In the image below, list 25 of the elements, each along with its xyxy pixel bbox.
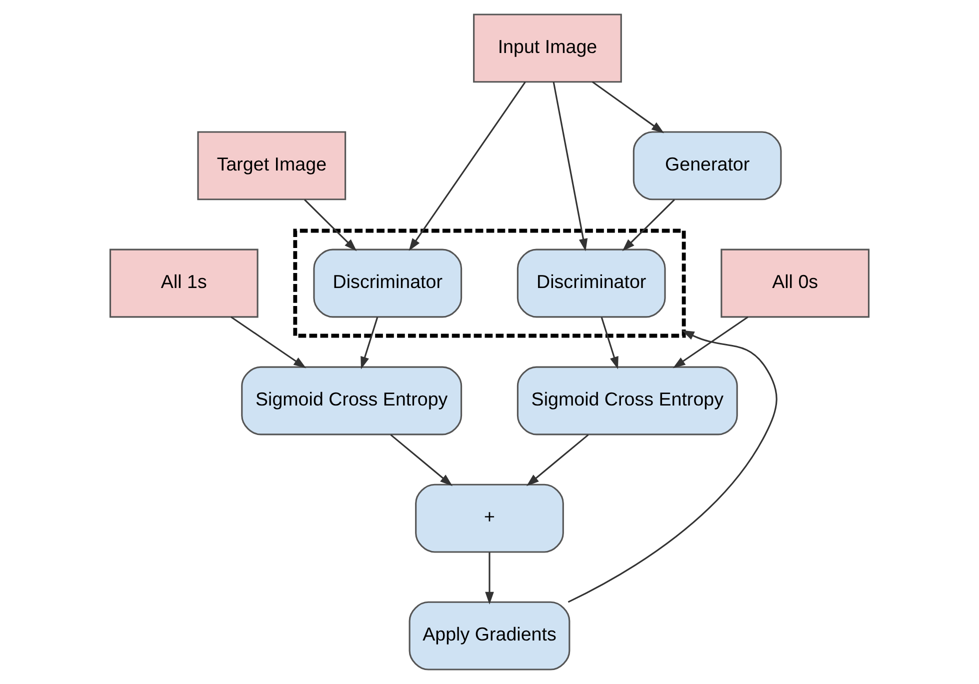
node-box: Generator	[632, 131, 782, 200]
arrow	[622, 199, 675, 252]
arrow	[230, 316, 306, 368]
arrow	[552, 82, 588, 252]
node-box: Input Image	[473, 14, 622, 83]
arrow	[485, 552, 494, 604]
arrow	[526, 434, 589, 486]
arrow	[360, 317, 378, 370]
node-box: Target Image	[197, 131, 346, 200]
arrow	[408, 82, 526, 251]
node-box: Sigmoid Cross Entropy	[516, 366, 738, 436]
cluster	[293, 228, 686, 338]
node-box: Apply Gradients	[408, 601, 570, 670]
node-box: +	[415, 484, 564, 553]
arrow	[568, 330, 778, 603]
node-box: Discriminator	[313, 248, 462, 318]
node-box: Discriminator	[516, 248, 666, 318]
arrow	[600, 317, 618, 370]
node-box: All 0s	[720, 248, 870, 318]
arrow	[304, 199, 357, 252]
arrow	[390, 434, 453, 486]
arrow	[672, 316, 748, 368]
node-box: Sigmoid Cross Entropy	[241, 366, 462, 436]
node-box: All 1s	[109, 248, 258, 318]
arrow	[592, 81, 664, 134]
